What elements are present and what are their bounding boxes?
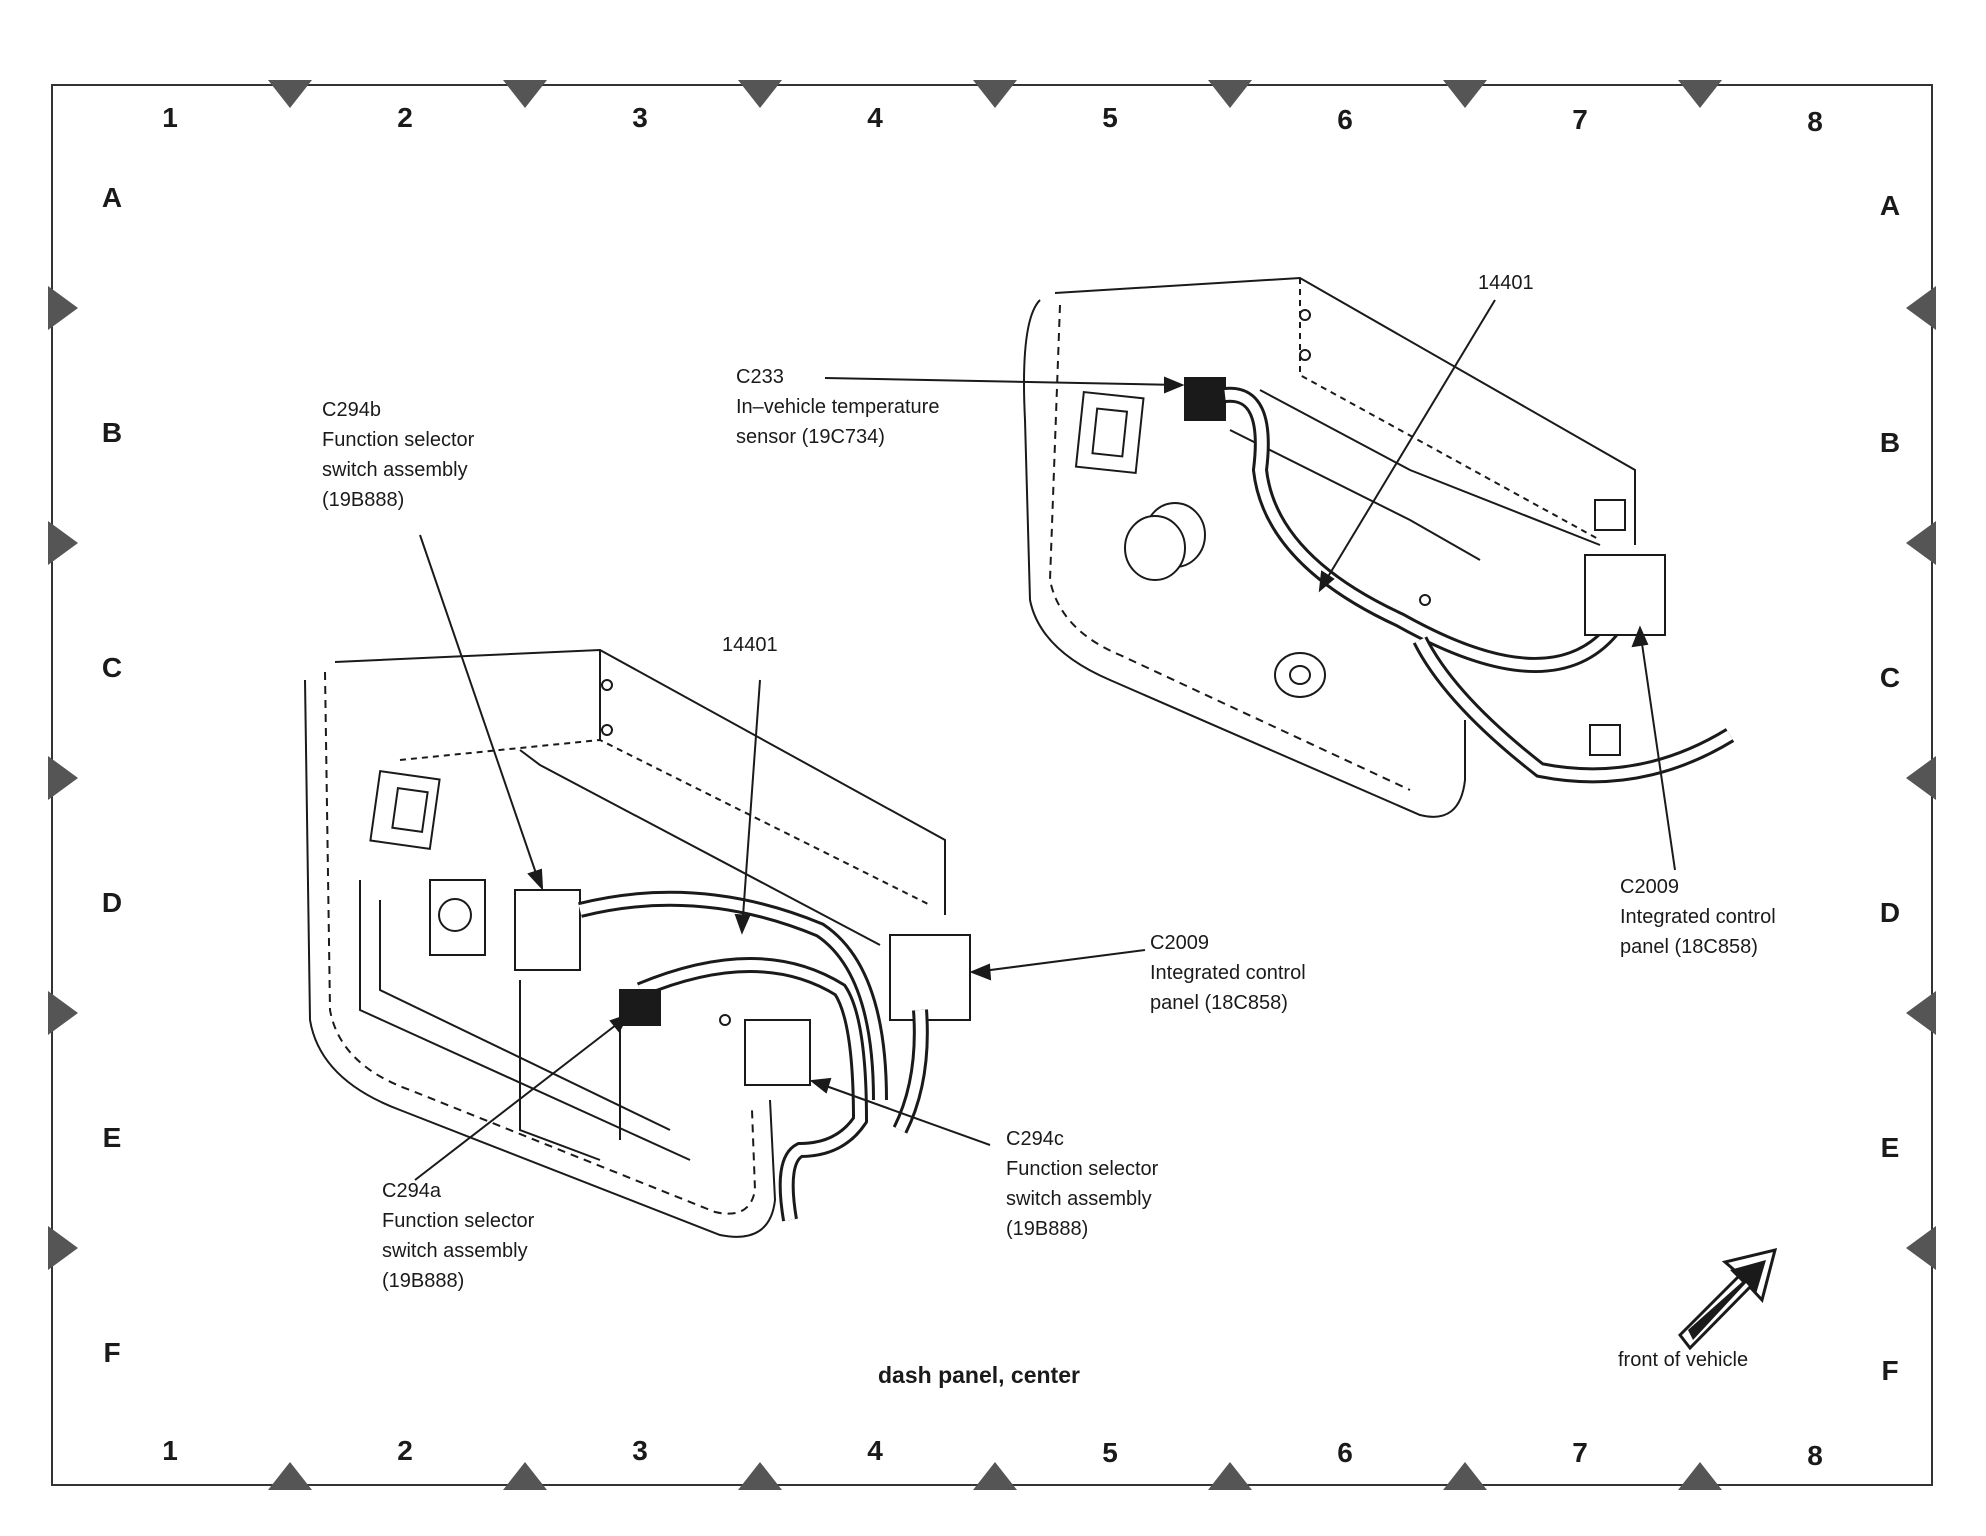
- grid-col-top-7: 7: [1572, 104, 1588, 135]
- grid-col-bottom-4: 4: [867, 1435, 883, 1466]
- grid-col-bottom-3: 3: [632, 1435, 648, 1466]
- callout-c294b-line-3: (19B888): [322, 489, 405, 511]
- callout-c2009-left-code: C2009: [1150, 932, 1209, 954]
- grid-col-top-3: 3: [632, 102, 648, 133]
- callout-c2009-left: C2009 Integrated control panel (18C858): [1150, 928, 1306, 1018]
- grid-row-left-f: F: [103, 1337, 121, 1368]
- c2009-left-module: [889, 934, 971, 1021]
- left-zone-markers: [48, 286, 78, 1270]
- top-zone-markers: [268, 80, 1722, 108]
- callout-c2009-right-line-1: Integrated control: [1620, 906, 1776, 928]
- grid-row-right-e: E: [1880, 1132, 1900, 1163]
- grid-col-bottom-1: 1: [162, 1435, 178, 1466]
- border-frame: [51, 84, 1933, 1486]
- callout-harness-right: 14401: [1478, 272, 1534, 294]
- callout-c294c: C294c Function selector switch assembly …: [1006, 1124, 1158, 1244]
- callout-c2009-right: C2009 Integrated control panel (18C858): [1620, 872, 1776, 962]
- grid-col-bottom-5: 5: [1102, 1437, 1118, 1468]
- callout-harness-left: 14401: [722, 634, 778, 656]
- grid-col-top-5: 5: [1102, 102, 1118, 133]
- grid-row-right-c: C: [1879, 662, 1901, 693]
- grid-row-right-d: D: [1879, 897, 1901, 928]
- callout-c294b: C294b Function selector switch assembly …: [322, 395, 474, 515]
- grid-row-right-b: B: [1879, 427, 1901, 458]
- grid-row-right-f: F: [1881, 1355, 1899, 1386]
- front-of-vehicle-arrow: [1678, 1247, 1778, 1351]
- callout-c294a-line-2: switch assembly: [382, 1240, 528, 1262]
- right-zone-markers: [1906, 286, 1936, 1270]
- grid-col-top-4: 4: [867, 102, 883, 133]
- callout-c294c-code: C294c: [1006, 1128, 1064, 1150]
- bottom-zone-markers: [268, 1462, 1722, 1490]
- grid-col-bottom-7: 7: [1572, 1437, 1588, 1468]
- callout-c2009-right-code: C2009: [1620, 876, 1679, 898]
- callout-c233: C233 In–vehicle temperature sensor (19C7…: [736, 362, 939, 452]
- callout-c294c-line-1: Function selector: [1006, 1158, 1159, 1180]
- grid-row-left-a: A: [101, 182, 123, 213]
- callout-c2009-left-line-1: Integrated control: [1150, 962, 1306, 984]
- callout-c233-code: C233: [736, 366, 784, 388]
- callout-c294b-line-1: Function selector: [322, 429, 475, 451]
- callout-c294c-line-3: (19B888): [1006, 1218, 1089, 1240]
- grid-col-top-1: 1: [162, 102, 178, 133]
- c294b-module: [514, 889, 581, 971]
- callout-c233-line-2: sensor (19C734): [736, 426, 885, 448]
- callout-c294a-line-3: (19B888): [382, 1270, 465, 1292]
- callout-c294b-code: C294b: [322, 399, 381, 421]
- c2009-right-module: [1584, 554, 1666, 636]
- grid-col-bottom-6: 6: [1337, 1437, 1353, 1468]
- callout-c2009-left-line-2: panel (18C858): [1150, 992, 1288, 1014]
- leader-lines: [414, 299, 1676, 1181]
- c233-connector: [1184, 377, 1226, 421]
- grid-row-left-d: D: [101, 887, 123, 918]
- callout-c294a-line-1: Function selector: [382, 1210, 535, 1232]
- callout-c294c-line-2: switch assembly: [1006, 1188, 1152, 1210]
- diagram-caption: dash panel, center: [878, 1362, 1080, 1388]
- grid-col-bottom-8: 8: [1807, 1440, 1823, 1471]
- grid-row-left-c: C: [101, 652, 123, 683]
- grid-col-top-8: 8: [1807, 106, 1823, 137]
- grid-col-top-2: 2: [397, 102, 413, 133]
- grid-row-left-e: E: [102, 1122, 122, 1153]
- callout-c2009-right-line-2: panel (18C858): [1620, 936, 1758, 958]
- callout-c294a-code: C294a: [382, 1180, 441, 1202]
- callout-c294a: C294a Function selector switch assembly …: [382, 1176, 534, 1296]
- grid-col-top-6: 6: [1337, 104, 1353, 135]
- c294c-module: [744, 1019, 811, 1086]
- grid-row-right-a: A: [1879, 190, 1901, 221]
- grid-col-bottom-2: 2: [397, 1435, 413, 1466]
- left-dash-panel-illustration: [304, 648, 971, 1238]
- right-dash-panel-illustration: [1023, 276, 1735, 818]
- grid-row-left-b: B: [101, 417, 123, 448]
- callout-c233-line-1: In–vehicle temperature: [736, 396, 940, 418]
- front-of-vehicle-label: front of vehicle: [1618, 1349, 1749, 1371]
- callout-c294b-line-2: switch assembly: [322, 459, 468, 481]
